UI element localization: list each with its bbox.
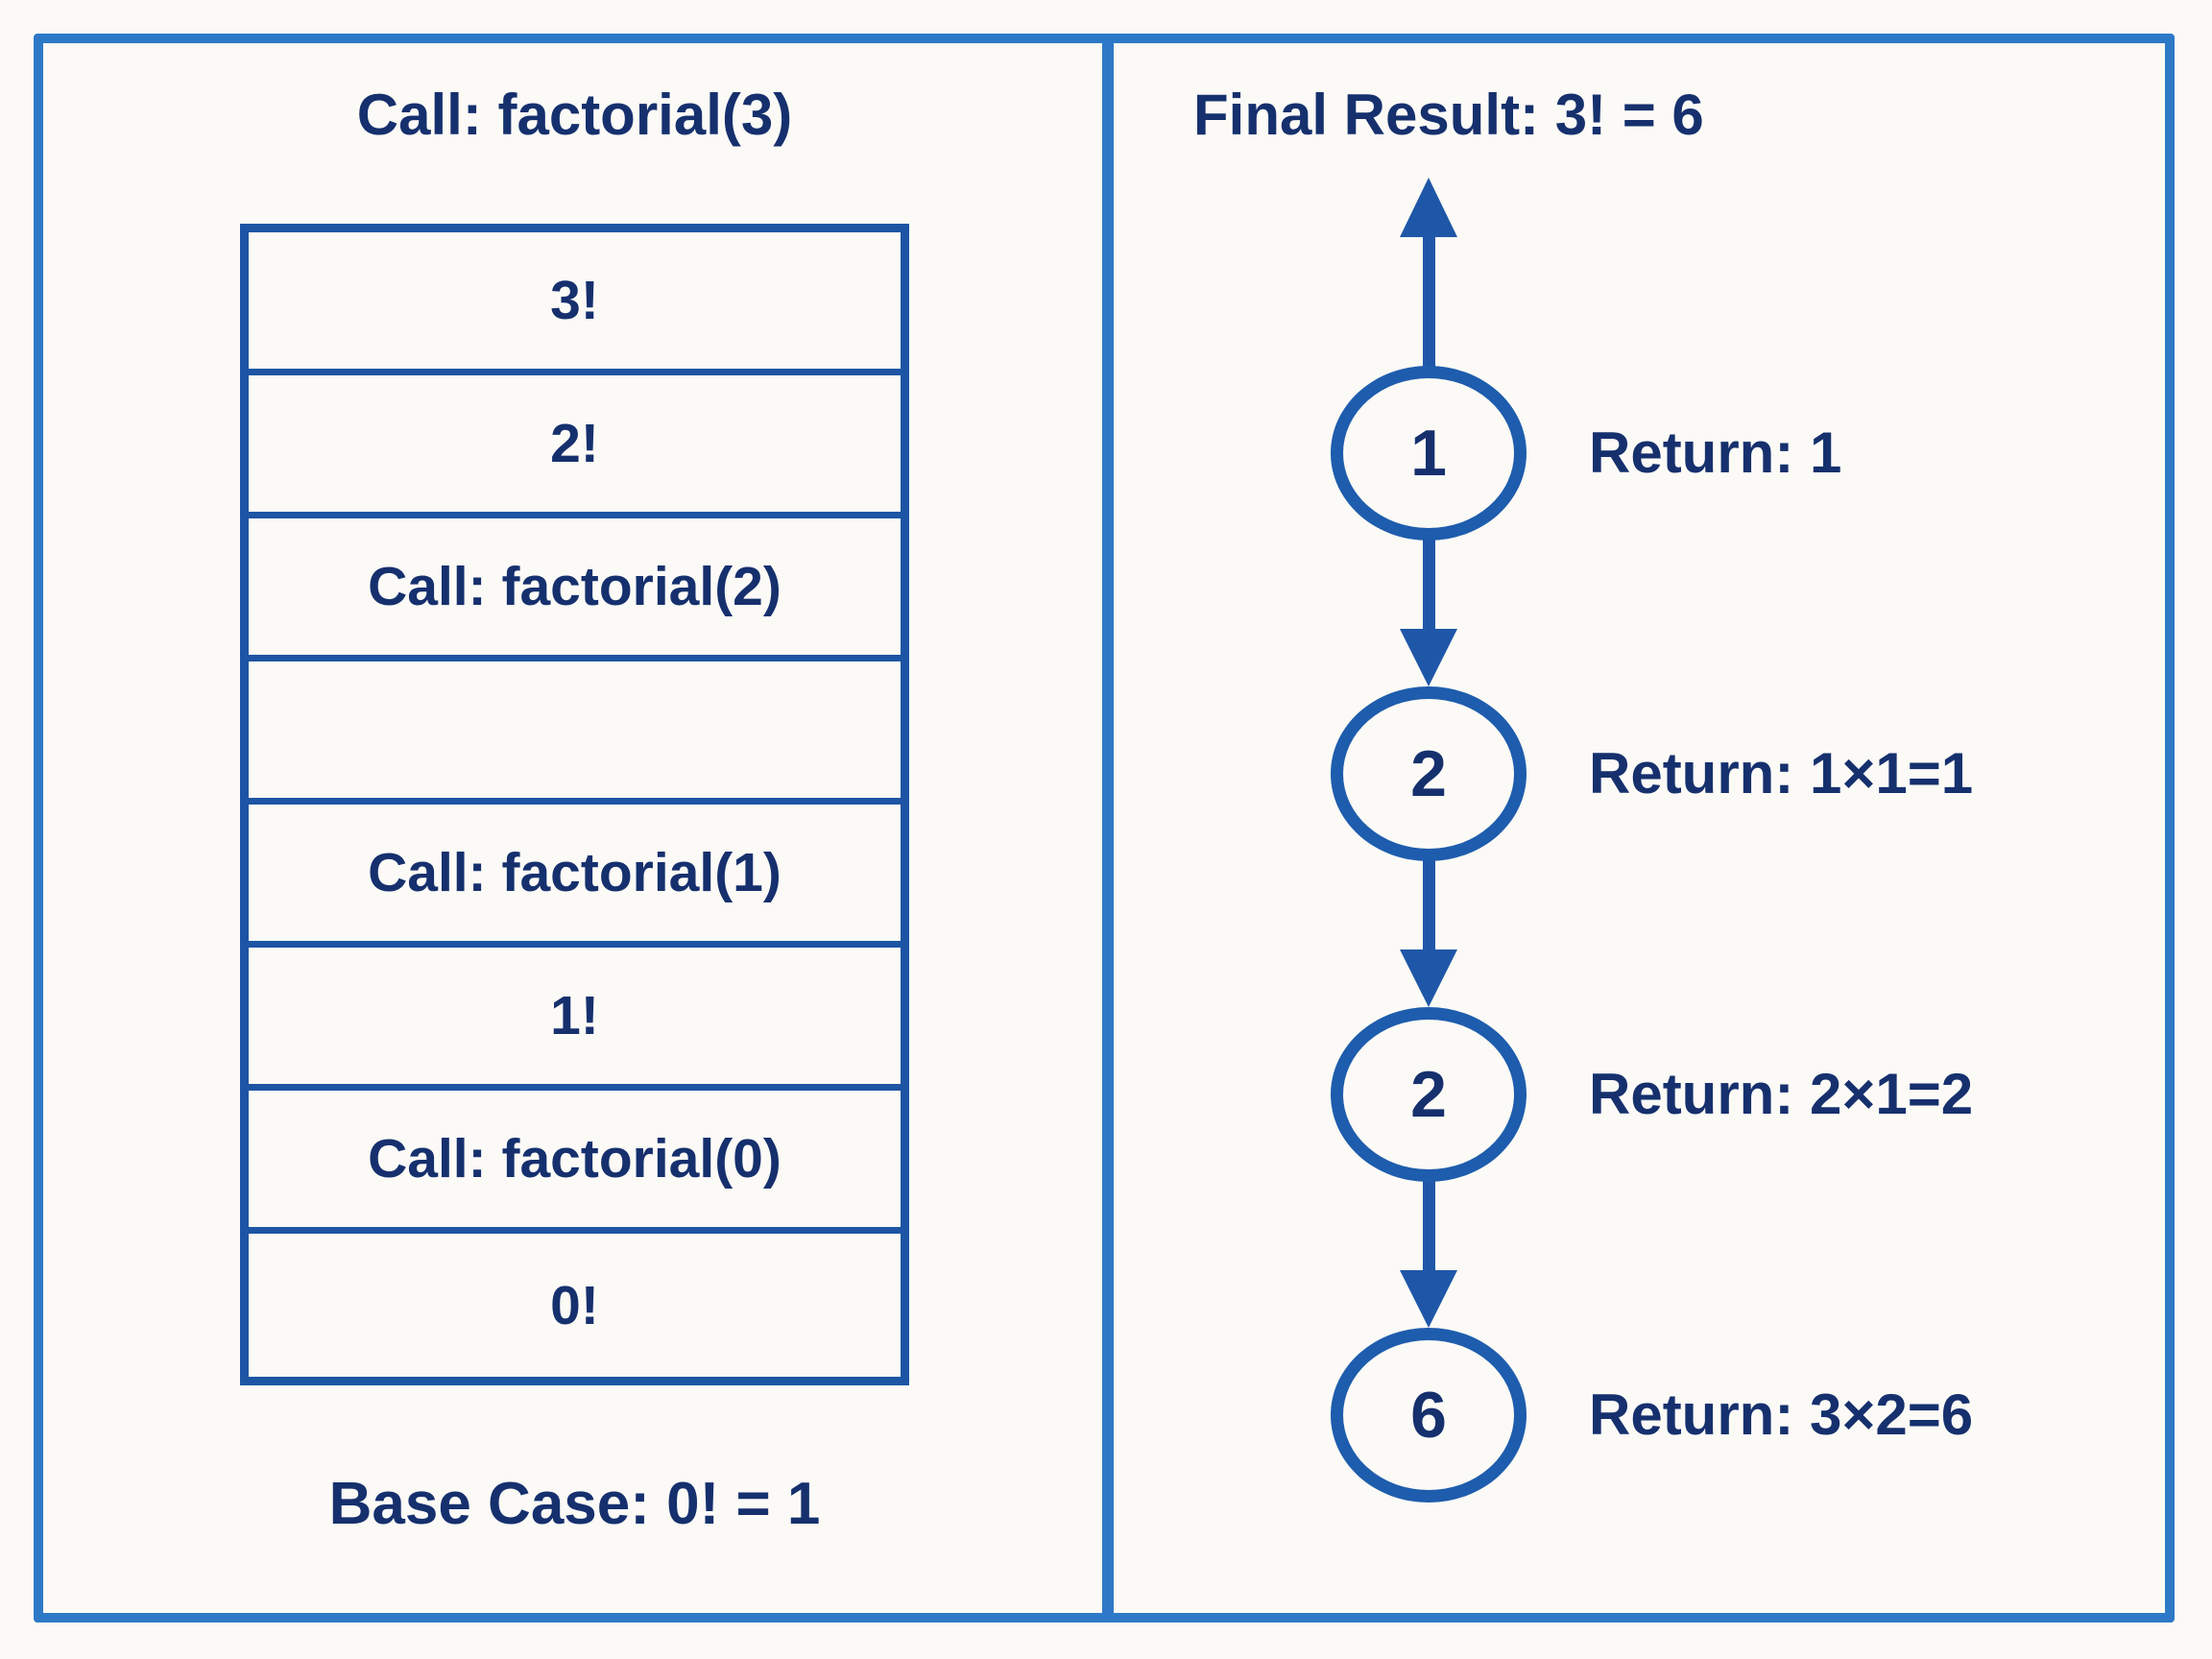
panel-divider [1102, 34, 1114, 1623]
return-node-circle: 2 [1331, 686, 1527, 861]
stack-row: 2! [249, 375, 901, 518]
return-node-circle: 6 [1331, 1328, 1527, 1503]
up-arrow-shaft [1423, 232, 1435, 373]
final-result-title: Final Result: 3! = 6 [1193, 83, 1704, 147]
stack-row: Call: factorial(0) [249, 1091, 901, 1234]
node-value: 2 [1410, 737, 1447, 810]
down-arrow-shaft [1423, 538, 1435, 632]
stack-row: 3! [249, 232, 901, 375]
return-node-label: Return: 3×2=6 [1589, 1382, 1974, 1447]
down-arrow-shaft [1423, 1179, 1435, 1273]
return-node-label: Return: 2×1=2 [1589, 1062, 1974, 1126]
stack-row: 0! [550, 1274, 599, 1336]
stack-row-empty [249, 661, 901, 805]
up-arrow-icon [1400, 178, 1457, 237]
node-value: 6 [1410, 1379, 1447, 1452]
down-arrow-icon [1400, 950, 1457, 1007]
stack-row: 1! [249, 948, 901, 1091]
stack-row: Call: factorial(2) [249, 518, 901, 661]
stack-row: Call: factorial(1) [249, 805, 901, 948]
node-value: 2 [1410, 1058, 1447, 1131]
base-case-caption: Base Case: 0! = 1 [328, 1471, 821, 1537]
return-node-circle: 1 [1331, 366, 1527, 541]
down-arrow-icon [1400, 629, 1457, 686]
return-node-circle: 2 [1331, 1007, 1527, 1182]
return-node-label: Return: 1×1=1 [1589, 741, 1974, 805]
return-node-label: Return: 1 [1589, 421, 1842, 485]
call-stack-box: 3! 2! Call: factorial(2) Call: factorial… [240, 224, 909, 1385]
down-arrow-shaft [1423, 858, 1435, 952]
call-stack-title: Call: factorial(3) [356, 83, 793, 147]
down-arrow-icon [1400, 1270, 1457, 1328]
node-value: 1 [1410, 417, 1447, 490]
